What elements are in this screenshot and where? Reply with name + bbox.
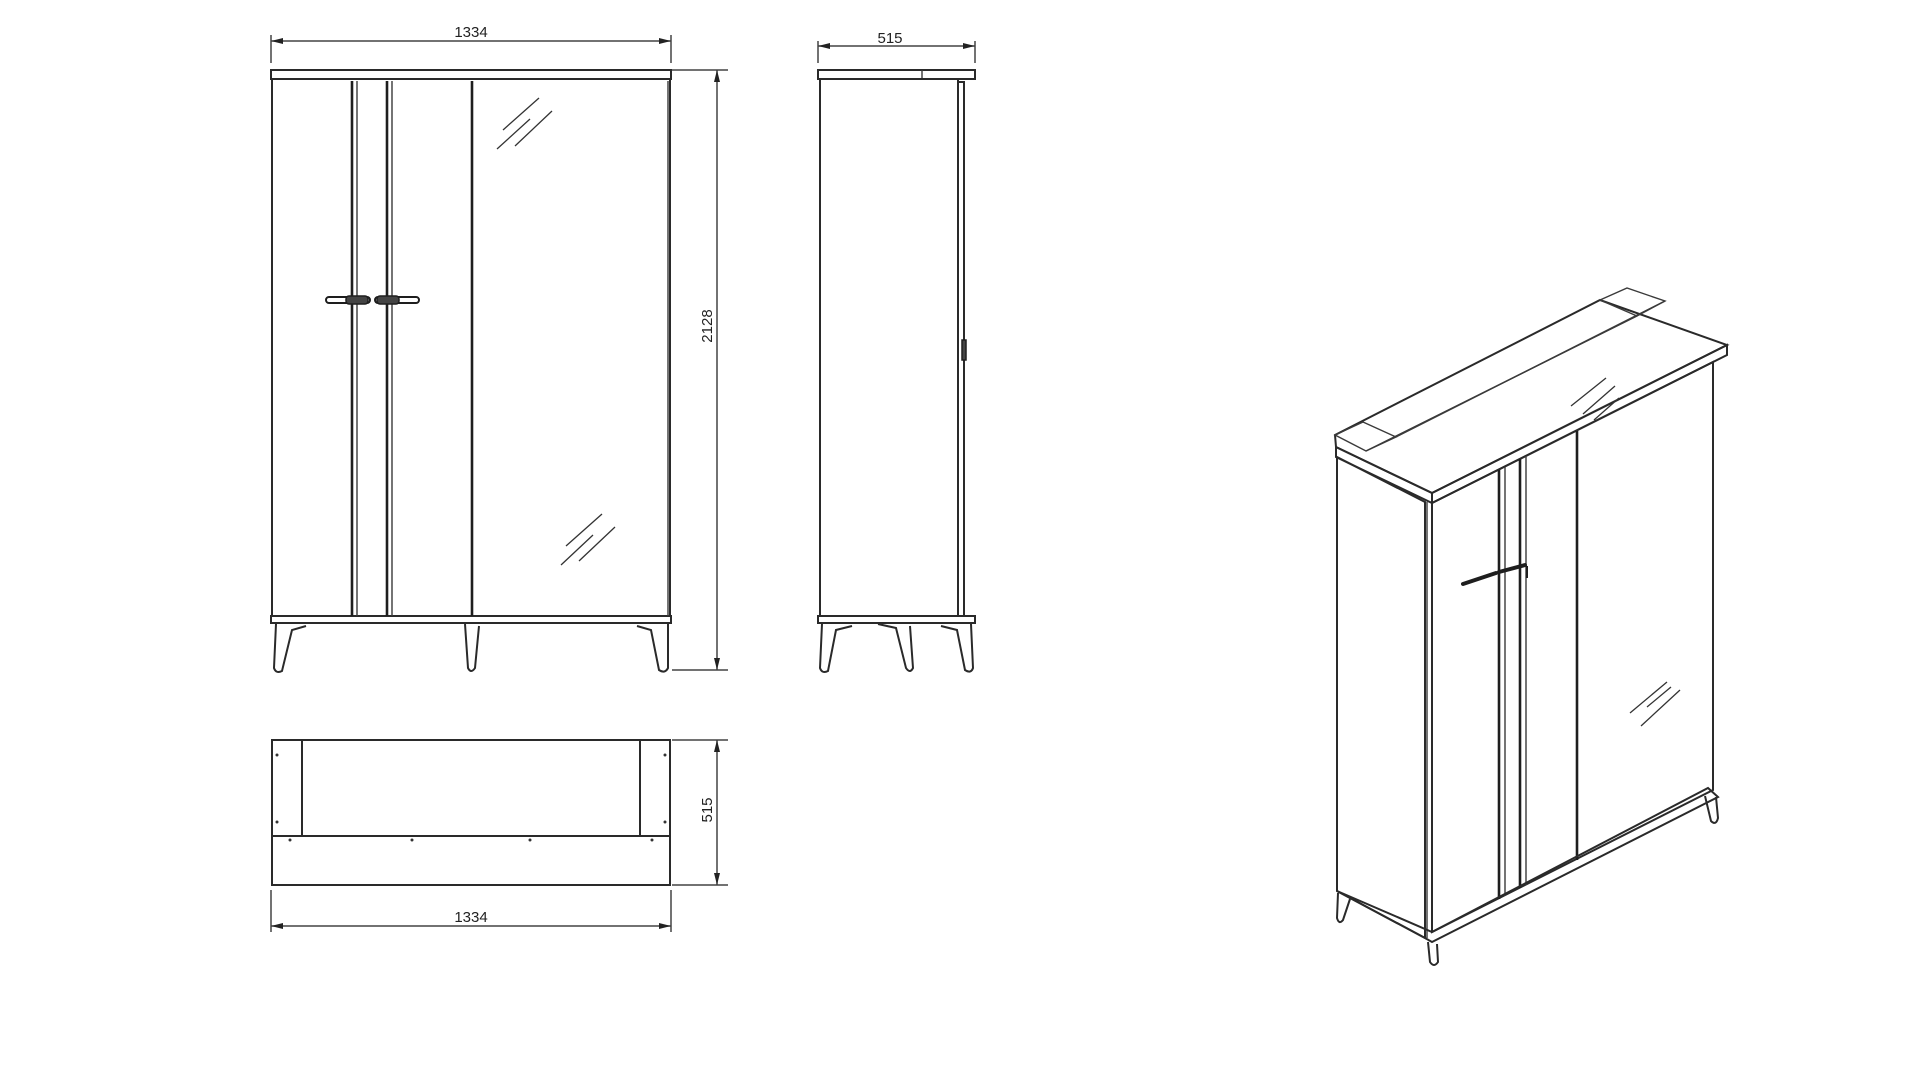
- side-plinth: [817, 615, 976, 624]
- front-plinth: [270, 615, 672, 624]
- iso-top-front-edge: [1431, 343, 1728, 505]
- front-top-panel: [270, 69, 672, 80]
- iso-plinth: [1336, 786, 1720, 944]
- front-legs: [272, 623, 669, 673]
- side-depth-label: 515: [877, 30, 902, 47]
- iso-top-side-edge: [1335, 445, 1433, 505]
- door-handle-left: [325, 295, 371, 305]
- side-depth-dimension: 515: [817, 30, 976, 63]
- plan-door-zone: [271, 835, 671, 886]
- plan-view: 515 1334: [270, 739, 728, 932]
- front-height-label: 2128: [699, 309, 716, 342]
- plan-width-label: 1334: [454, 909, 487, 926]
- mirror-reflection-marks-bottom: [560, 513, 616, 566]
- plan-fixing-points: [275, 753, 667, 842]
- side-legs: [818, 623, 975, 673]
- door-handle-right: [374, 295, 420, 305]
- front-height-dimension: 2128: [672, 69, 728, 671]
- side-carcass: [819, 78, 959, 617]
- iso-legs: [1335, 795, 1720, 966]
- iso-side-panel: [1336, 455, 1426, 940]
- iso-door-handles: [1461, 563, 1528, 586]
- front-width-dimension: 1334: [270, 24, 672, 63]
- front-width-label: 1334: [454, 24, 487, 41]
- iso-front-face: [1431, 360, 1714, 934]
- plan-depth-dimension: 515: [672, 739, 728, 886]
- plan-width-dimension: 1334: [270, 890, 672, 932]
- iso-top-surface: [1333, 298, 1730, 495]
- mirror-reflection-marks-top: [496, 97, 553, 150]
- side-top-panel: [817, 69, 976, 80]
- plan-outline: [271, 739, 671, 837]
- side-handle: [961, 339, 967, 361]
- isometric-view: [1333, 287, 1730, 966]
- side-elevation-view: 515: [817, 30, 976, 673]
- front-elevation-view: 1334: [270, 24, 728, 673]
- iso-mirror-reflection-marks: [1570, 377, 1681, 727]
- plan-depth-label: 515: [699, 797, 716, 822]
